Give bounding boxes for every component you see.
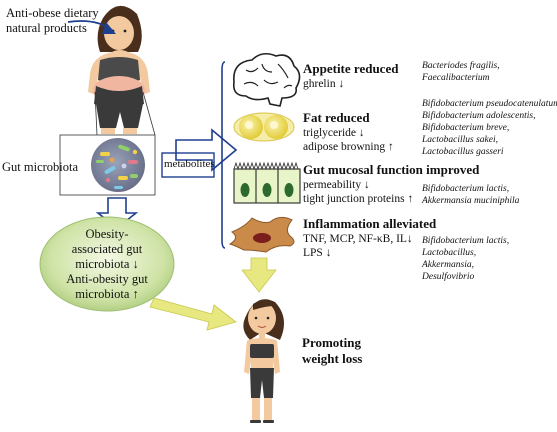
effect-gut-mucosal-title: Gut mucosal function improved [303,162,480,177]
bacteria-name: Bifidobacterium breve, [422,123,510,133]
brain-icon [232,52,301,107]
bacteria-name: Akkermansia muciniphila [422,196,520,206]
gut-microbiota-label: Gut microbiota [2,160,79,174]
effect-fat-detail: adipose browning ↑ [303,141,394,153]
intake-arrow-head [102,22,116,34]
bacteria-name: Lactobacillus, [422,248,477,258]
effect-inflammation-title: Inflammation alleviated [303,216,437,231]
ellipse-line-3: microbiota ↓ [75,257,139,271]
fat-cells-icon [233,112,295,142]
effect-appetite-title: Appetite reduced [303,61,399,76]
zoom-line-left [94,91,98,136]
effect-fat-detail: triglyceride ↓ [303,127,365,139]
microbiota-ball-icon [91,138,145,192]
ellipse-line-1: Obesity- [85,227,129,241]
intake-label-line-1: Anti-obese dietary [6,6,99,20]
effect-inflammation-detail: TNF, MCP, NF-κB, IL↓ [303,233,413,245]
outcome-label-line-2: weight loss [302,351,363,366]
effect-appetite-detail: ghrelin ↓ [303,78,345,90]
microbiota-shift-ellipse [39,216,175,312]
effect-fat-title: Fat reduced [303,110,370,125]
gut-mucosal-cells-icon [233,161,301,204]
metabolites-arrow [175,128,238,172]
bacteria-name: Bifidobacterium lactis, [422,184,510,194]
outcome-label: Promoting weight loss [302,335,362,367]
metabolites-box [161,152,215,178]
effects-to-outcome-arrow [241,257,277,293]
effect-gut-mucosal-detail: permeability ↓ [303,179,370,191]
bacteria-name: Bifidobacterium lactis, [422,236,510,246]
effects-bracket [221,61,226,249]
ellipse-text: Obesity- associated gut microbiota ↓ Ant… [40,227,174,302]
bacteria-name: Desulfovibrio [422,272,475,282]
effect-gut-mucosal: Gut mucosal function improved permeabili… [303,162,479,206]
ellipse-line-5: microbiota ↑ [75,287,139,301]
effect-inflammation: Inflammation alleviated TNF, MCP, NF-κB,… [303,216,436,260]
outcome-label-line-1: Promoting [302,335,361,350]
effect-inflammation-bacteria: Bifidobacterium lactis, Lactobacillus, A… [422,235,509,283]
microbiota-to-outcome-arrow [149,297,237,331]
bacteria-name: Bacteriodes fragilis, [422,61,500,71]
bacteria-name: Faecalibacterium [422,73,490,83]
effect-gut-mucosal-detail: tight junction proteins ↑ [303,193,414,205]
intake-label: Anti-obese dietary natural products [6,6,99,36]
effect-appetite-bacteria: Bacteriodes fragilis, Faecalibacterium [422,60,500,84]
zoom-line-right [142,91,156,136]
macrophage-cell-icon [228,216,295,253]
effect-gut-mucosal-bacteria: Bifidobacterium lactis, Akkermansia muci… [422,183,519,207]
obese-person-illustration [88,5,150,134]
effect-appetite: Appetite reduced ghrelin ↓ [303,61,398,91]
metabolites-label: metabolites [164,158,215,170]
bacteria-name: Lactobacillus sakei, [422,135,498,145]
slim-person-illustration [243,299,284,423]
bacteria-dots [96,144,138,189]
bacteria-name: Lactobacillus gasseri [422,147,504,157]
bacteria-name: Bifidobacterium adolescentis, [422,111,536,121]
intake-label-line-2: natural products [6,21,87,35]
ellipse-line-4: Anti-obesity gut [66,272,148,286]
effect-fat: Fat reduced triglyceride ↓ adipose brown… [303,110,394,154]
effect-inflammation-detail: LPS ↓ [303,247,332,259]
ellipse-line-2: associated gut [71,242,143,256]
bacteria-name: Akkermansia, [422,260,474,270]
bacteria-name: Bifidobacterium pseudocatenulatum, [422,99,557,109]
effect-fat-bacteria: Bifidobacterium pseudocatenulatum, Bifid… [422,98,557,158]
